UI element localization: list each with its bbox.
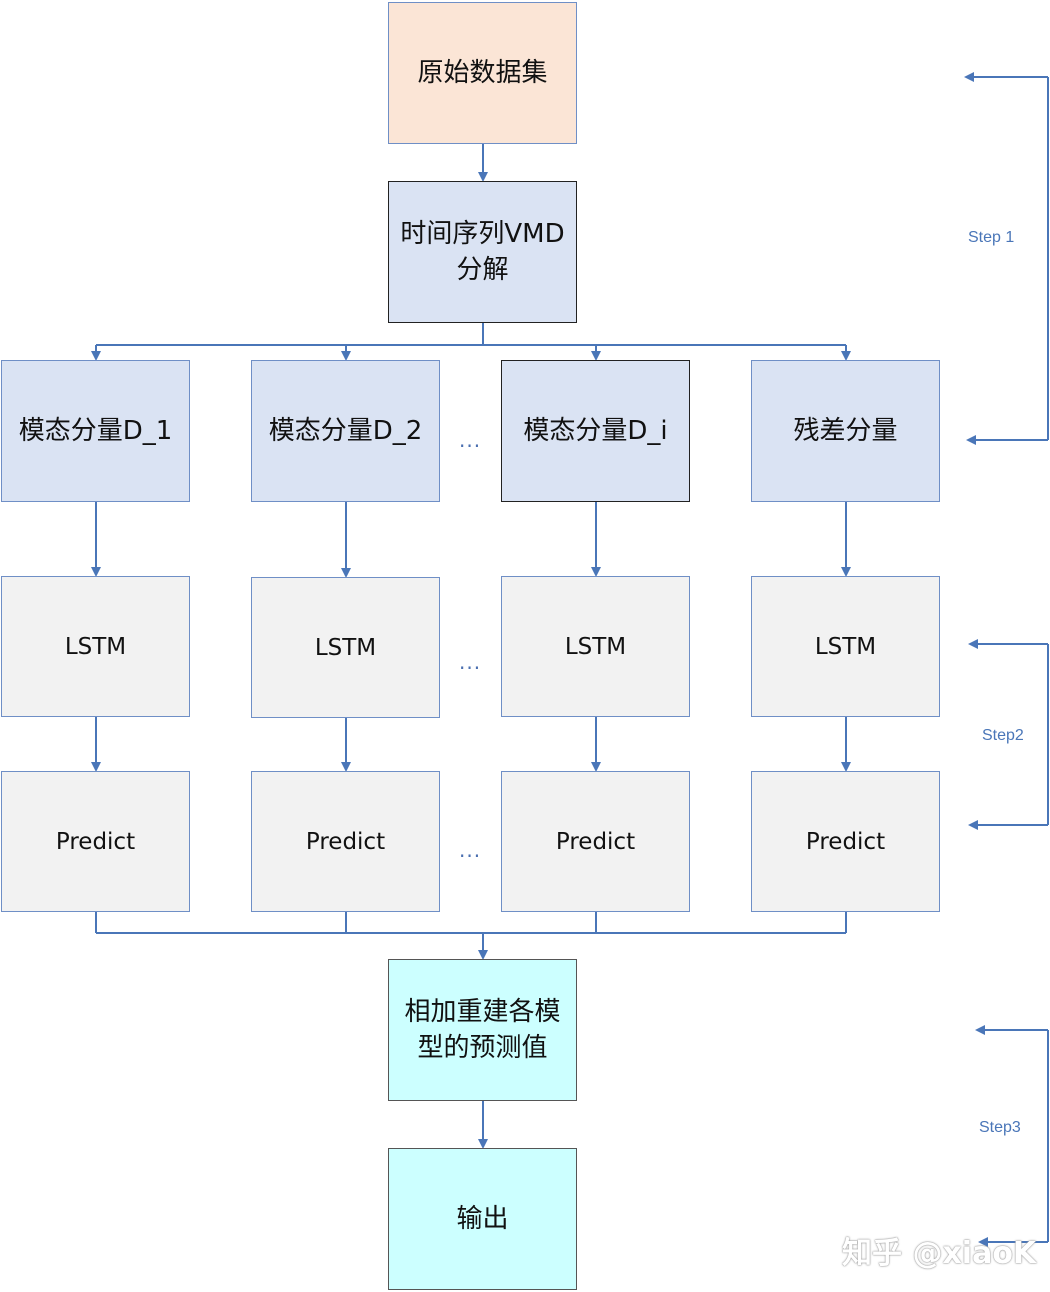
mode-box-1: 模态分量D_1 [1,360,190,502]
reconstruct-box: 相加重建各模 型的预测值 [388,959,577,1101]
predict-box-4: Predict [751,771,940,912]
output-box: 输出 [388,1148,577,1290]
lstm-box-2: LSTM [251,577,440,718]
step2-label: Step2 [982,727,1024,744]
mode-box-2: 模态分量D_2 [251,360,440,502]
watermark: 知乎 @xiaoK [842,1236,1037,1271]
predict-label-i: Predict [555,828,636,855]
mode-label-2: 模态分量D_2 [268,416,423,446]
source-dataset-label: 原始数据集 [417,58,548,88]
residual-box: 残差分量 [751,360,940,502]
reconstruct-label: 相加重建各模 型的预测值 [404,997,561,1063]
mode-label-i: 模态分量D_i [523,416,668,446]
source-dataset-box: 原始数据集 [388,2,577,144]
predict-box-1: Predict [1,771,190,912]
predict-label-4: Predict [805,828,886,855]
step3-label: Step3 [979,1119,1021,1136]
mode-label-1: 模态分量D_1 [18,416,173,446]
vmd-decomposition-label: 时间序列VMD 分解 [400,219,565,285]
predict-label-1: Predict [55,828,136,855]
lstm-box-4: LSTM [751,576,940,717]
ellipsis-modes: ... [459,428,482,452]
vmd-decomposition-box: 时间序列VMD 分解 [388,181,577,323]
lstm-box-1: LSTM [1,576,190,717]
lstm-label-2: LSTM [314,634,377,661]
ellipsis-lstm: ... [459,650,482,674]
residual-label: 残差分量 [793,416,898,446]
predict-label-2: Predict [305,828,386,855]
output-label: 输出 [456,1204,509,1234]
lstm-box-i: LSTM [501,576,690,717]
lstm-label-1: LSTM [64,633,127,660]
predict-box-2: Predict [251,771,440,912]
mode-box-i: 模态分量D_i [501,360,690,502]
ellipsis-predict: ... [459,838,482,862]
predict-box-i: Predict [501,771,690,912]
lstm-label-i: LSTM [564,633,627,660]
lstm-label-4: LSTM [814,633,877,660]
step1-label: Step 1 [968,229,1015,246]
